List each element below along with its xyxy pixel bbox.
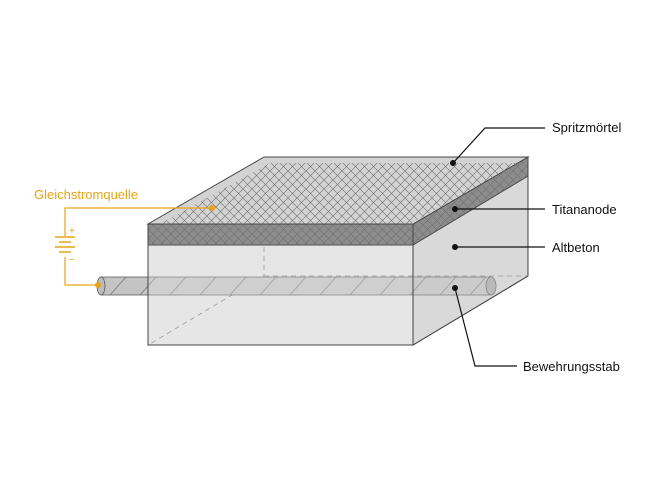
callout-altbeton: Altbeton <box>452 240 600 255</box>
callout-titananode: Titananode <box>452 202 617 217</box>
callout-bewehrungsstab: Bewehrungsstab <box>452 285 620 374</box>
battery-minus: – <box>69 254 75 265</box>
label-gleichstromquelle: Gleichstromquelle <box>34 187 138 202</box>
label-altbeton: Altbeton <box>552 240 600 255</box>
dc-circuit <box>64 207 212 286</box>
label-spritzmortel: Spritzmörtel <box>552 120 621 135</box>
label-titananode: Titananode <box>552 202 617 217</box>
battery-symbol-icon <box>55 236 75 253</box>
concrete-block <box>96 156 530 346</box>
callout-spritzmortel: Spritzmörtel <box>450 120 621 166</box>
label-bewehrungsstab: Bewehrungsstab <box>523 359 620 374</box>
battery-plus: + <box>69 226 75 237</box>
anode-connection-dot <box>209 205 215 211</box>
rebar-connection-dot <box>95 282 101 288</box>
